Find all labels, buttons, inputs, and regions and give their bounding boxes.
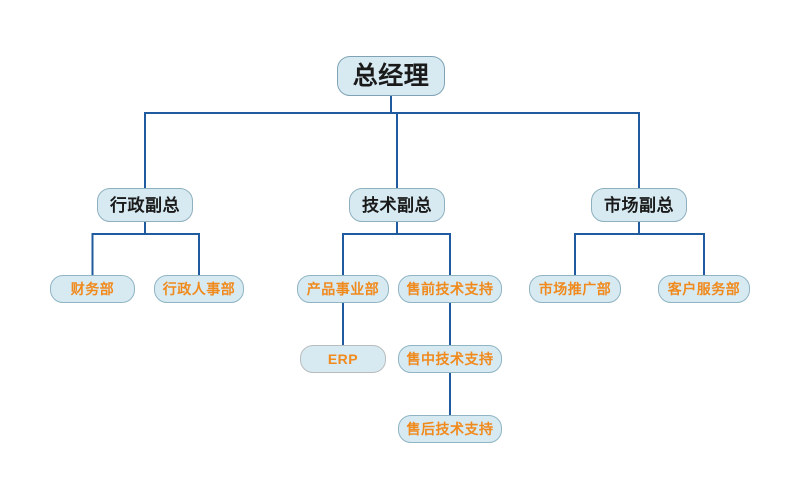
org-node-label-promotion: 市场推广部 <box>538 281 612 297</box>
org-node-label-admin_hr: 行政人事部 <box>162 281 236 297</box>
org-node-product[interactable]: 产品事业部 <box>297 275 389 303</box>
org-node-vp_tech[interactable]: 技术副总 <box>349 188 445 222</box>
org-node-vp_admin[interactable]: 行政副总 <box>97 188 193 222</box>
org-node-finance[interactable]: 财务部 <box>50 275 135 303</box>
org-node-insales[interactable]: 售中技术支持 <box>398 345 502 373</box>
org-node-label-erp: ERP <box>327 351 359 367</box>
org-node-gm[interactable]: 总经理 <box>337 56 445 96</box>
org-node-label-product: 产品事业部 <box>306 281 380 297</box>
org-node-service[interactable]: 客户服务部 <box>658 275 750 303</box>
org-node-label-vp_tech: 技术副总 <box>362 195 432 215</box>
org-node-label-insales: 售中技术支持 <box>406 351 494 367</box>
org-node-vp_market[interactable]: 市场副总 <box>591 188 687 222</box>
org-node-label-vp_admin: 行政副总 <box>110 195 180 215</box>
org-node-label-vp_market: 市场副总 <box>604 195 674 215</box>
org-node-label-aftersales: 售后技术支持 <box>406 421 494 437</box>
org-node-label-gm: 总经理 <box>352 61 430 90</box>
org-node-label-finance: 财务部 <box>70 281 115 297</box>
org-node-aftersales[interactable]: 售后技术支持 <box>398 415 502 443</box>
org-node-label-service: 客户服务部 <box>667 281 741 297</box>
org-node-promotion[interactable]: 市场推广部 <box>529 275 621 303</box>
org-node-presales[interactable]: 售前技术支持 <box>398 275 502 303</box>
org-node-admin_hr[interactable]: 行政人事部 <box>154 275 244 303</box>
org-node-label-presales: 售前技术支持 <box>406 281 494 297</box>
org-node-erp[interactable]: ERP <box>300 345 386 373</box>
